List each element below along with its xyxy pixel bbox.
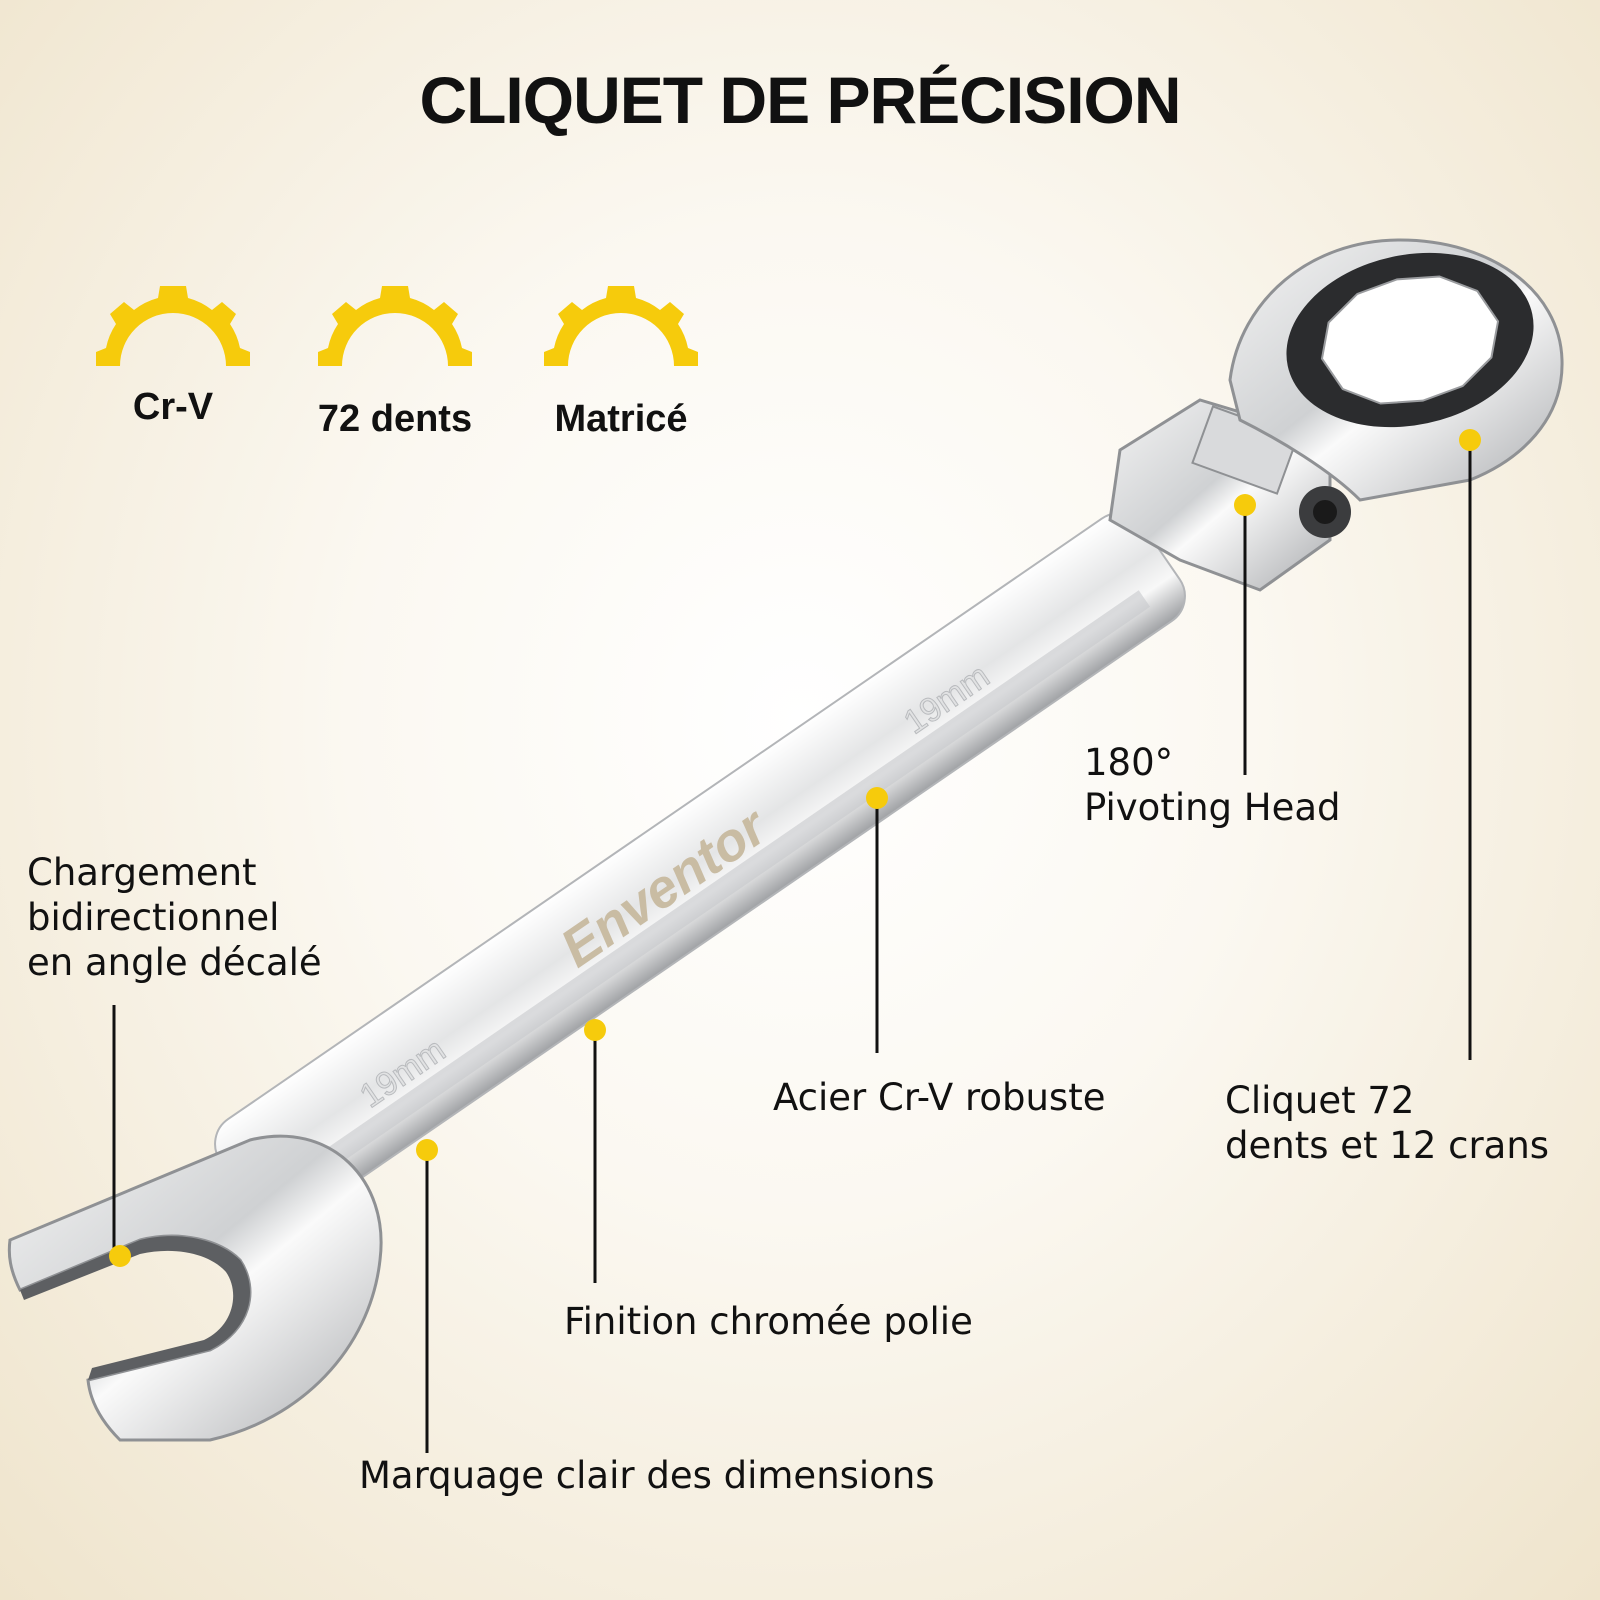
- badge-matrice: Matricé: [531, 282, 711, 441]
- callout-offset-angle: Chargement bidirectionnel en angle décal…: [27, 851, 322, 984]
- callout-ratchet: Cliquet 72 dents et 12 crans: [1225, 1079, 1550, 1167]
- badge-crv: Cr-V: [83, 282, 263, 429]
- gear-half-icon: [96, 286, 250, 366]
- callout-leaders: [112, 440, 1472, 1453]
- callout-dots: [109, 429, 1481, 1267]
- dot-open-end: [109, 1245, 131, 1267]
- badge-label: Matricé: [554, 398, 688, 440]
- callout-size-marking: Marquage clair des dimensions: [359, 1454, 935, 1497]
- callout-finish: Finition chromée polie: [564, 1300, 973, 1343]
- dot-size-mark: [416, 1139, 438, 1161]
- badge-72-dents: 72 dents: [305, 282, 485, 441]
- dot-pivot: [1234, 494, 1256, 516]
- dot-ring-head: [1459, 429, 1481, 451]
- gear-half-icon: [318, 286, 472, 366]
- badge-label: Cr-V: [132, 386, 214, 428]
- callout-pivoting-head: 180° Pivoting Head: [1084, 741, 1341, 829]
- wrench-shank: Enventor 19mm 19mm: [214, 512, 1186, 1228]
- wrench-open-end: [7, 1134, 383, 1442]
- dot-shank: [866, 787, 888, 809]
- callout-steel: Acier Cr-V robuste: [773, 1076, 1106, 1119]
- gear-half-icon: [544, 286, 698, 366]
- ratchet-12-point-socket: [1320, 275, 1500, 405]
- dot-finish: [584, 1019, 606, 1041]
- badge-label: 72 dents: [317, 398, 473, 440]
- page-title: CLIQUET DE PRÉCISION: [419, 63, 1181, 137]
